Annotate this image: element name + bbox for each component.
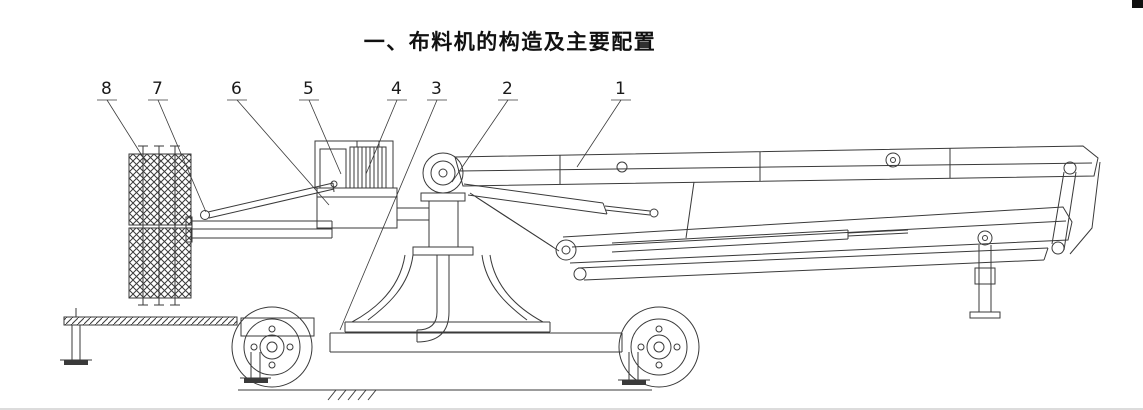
- callout-8: 8: [101, 79, 112, 99]
- tie-rod: [200, 182, 335, 220]
- chassis-frame: [240, 317, 623, 353]
- pedestal: [344, 254, 551, 333]
- counter-arm: [185, 216, 333, 243]
- counterweight: [128, 145, 192, 306]
- callout-2: 2: [502, 79, 513, 99]
- page-bottom-edge: [0, 408, 1143, 410]
- callout-3: 3: [431, 79, 442, 99]
- callout-leader-lines: [97, 99, 631, 331]
- callout-4: 4: [391, 79, 402, 99]
- corner-marker: [1132, 0, 1143, 8]
- right-knuckle: [1051, 161, 1101, 255]
- right-wheel: [618, 306, 700, 388]
- rear-jack: [618, 352, 650, 385]
- upper-boom: [454, 145, 1099, 239]
- lower-boom: [573, 247, 1049, 281]
- left-outrigger: [60, 308, 238, 365]
- delivery-pipe: [416, 255, 450, 343]
- middle-boom: [555, 206, 1073, 264]
- callout-6: 6: [231, 79, 242, 99]
- callout-7: 7: [152, 79, 163, 99]
- ground-line: [238, 389, 652, 401]
- left-wheel: [231, 306, 313, 388]
- callout-5: 5: [303, 79, 314, 99]
- callout-1: 1: [615, 79, 626, 99]
- support-leg: [969, 230, 1001, 319]
- slewing-turret: [412, 152, 474, 256]
- page-title: 一、布料机的构造及主要配置: [363, 31, 657, 54]
- front-jack: [240, 352, 271, 383]
- luffing-cylinder: [463, 183, 659, 252]
- motor-unit: [314, 140, 429, 229]
